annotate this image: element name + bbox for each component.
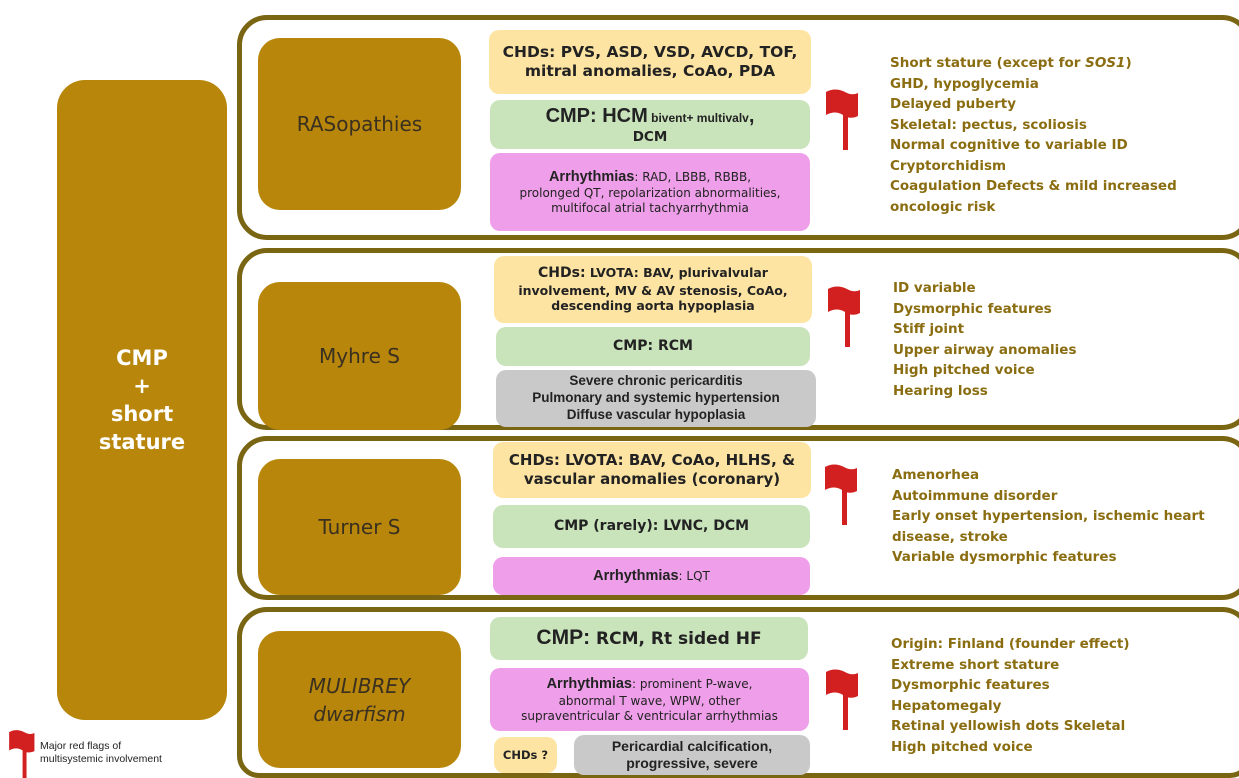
red-flag-icon: [826, 669, 858, 730]
chds-text: mitral anomalies, CoAo, PDA: [524, 62, 776, 80]
cmp-comma: ,: [748, 104, 755, 127]
red-flag-icon: [826, 89, 858, 150]
cmp-text: CMP: RCM: [613, 337, 693, 354]
arrhythmias-prefix: Arrhythmias: [548, 168, 635, 185]
other-findings-box: Pericardial calcification, progressive, …: [574, 735, 810, 775]
cmp-text: DCM: [632, 128, 668, 145]
chds-prefix: CHDs:: [502, 42, 556, 61]
syndrome-name-text: Myhre S: [319, 344, 400, 368]
red-flag-item: Skeletal: pectus, scoliosis: [890, 116, 1087, 133]
arrhythmias-prefix: Arrhythmias: [593, 567, 679, 584]
red-flag-item: Extreme short stature: [891, 656, 1060, 673]
red-flag-item: Normal cognitive to variable ID: [890, 137, 1128, 153]
chds-box: CHDs: LVOTA: BAV, CoAo, HLHS, & vascular…: [493, 442, 811, 498]
finding-text: Severe chronic pericarditis: [569, 373, 743, 389]
arrhythmias-box: Arrhythmias: LQT: [493, 557, 810, 595]
red-flag-item: Upper airway anomalies: [893, 341, 1077, 358]
finding-text: Pulmonary and systemic hypertension: [532, 390, 780, 406]
syndrome-name-myhre: Myhre S: [258, 282, 461, 430]
legend-text: Major red flags of multisystemic involve…: [40, 740, 162, 766]
cmp-prefix: CMP: HCM: [545, 104, 648, 127]
cmp-detail: bivent+ multivalv: [647, 110, 749, 125]
chds-box: CHDs ?: [494, 737, 557, 773]
arrhythmias-prefix: Arrhythmias: [546, 676, 632, 693]
syndrome-name-text: Turner S: [318, 515, 401, 539]
red-flag-item: Autoimmune disorder: [892, 487, 1058, 504]
chds-box: CHDs: LVOTA: BAV, plurivalvular involvem…: [494, 256, 812, 323]
arrhythmias-box: Arrhythmias: RAD, LBBB, RBBB, prolonged …: [490, 153, 810, 231]
cmp-box: CMP: HCM bivent+ multivalv, DCM: [490, 100, 810, 149]
red-flag-item: Retinal yellowish dots Skeletal: [891, 718, 1126, 734]
chds-text: LVOTA: BAV, CoAo, HLHS, &: [559, 451, 796, 470]
red-flag-item: Dysmorphic features: [893, 300, 1052, 317]
arrhythmias-text: abnormal T wave, WPW, other: [558, 693, 741, 708]
red-flags-list: Short stature (except for SOS1) GHD, hyp…: [890, 53, 1177, 217]
cmp-box: CMP: RCM: [496, 327, 810, 366]
chds-prefix: CHDs:: [538, 265, 586, 282]
chds-text: descending aorta hypoplasia: [551, 298, 755, 314]
legend-red-flag-icon: [9, 730, 35, 778]
main-label-line: stature: [98, 430, 186, 454]
chds-box: CHDs: PVS, ASD, VSD, AVCD, TOF, mitral a…: [489, 30, 811, 94]
other-findings-box: Severe chronic pericarditis Pulmonary an…: [496, 370, 816, 427]
finding-text: progressive, severe: [626, 755, 758, 771]
main-label-line: +: [133, 374, 151, 398]
red-flag-item: High pitched voice: [891, 738, 1033, 755]
cmp-box: CMP: RCM, Rt sided HF: [490, 617, 808, 660]
red-flag-item: oncologic risk: [890, 198, 996, 215]
syndrome-name-turner: Turner S: [258, 459, 461, 595]
syndrome-name-text: dwarfism: [313, 701, 406, 726]
main-category-box: CMP + short stature: [57, 80, 227, 720]
syndrome-name-text: RASopathies: [296, 112, 423, 136]
red-flag-item: Coagulation Defects & mild increased: [890, 178, 1177, 194]
cmp-prefix: CMP:: [536, 626, 591, 650]
red-flag-item: ID variable: [893, 280, 976, 296]
red-flag-item: GHD, hypoglycemia: [890, 75, 1039, 92]
chds-prefix: CHDs:: [508, 451, 560, 470]
arrhythmias-text: : prominent P-wave,: [632, 677, 753, 692]
red-flag-item: Dysmorphic features: [891, 677, 1050, 693]
arrhythmias-text: multifocal atrial tachyarrhythmia: [551, 201, 749, 216]
arrhythmias-box: Arrhythmias: prominent P-wave, abnormal …: [490, 668, 809, 731]
red-flag-icon: [828, 286, 860, 347]
red-flags-list: Origin: Finland (founder effect) Extreme…: [891, 634, 1130, 757]
red-flag-item: Variable dysmorphic features: [892, 549, 1117, 565]
arrhythmias-text: : RAD, LBBB, RBBB,: [634, 169, 752, 184]
red-flag-item: Cryptorchidism: [890, 157, 1007, 174]
finding-text: Diffuse vascular hypoplasia: [566, 406, 746, 422]
main-label-line: CMP: [116, 346, 168, 370]
red-flag-item: Early onset hypertension, ischemic heart: [892, 508, 1205, 524]
chds-text: PVS, ASD, VSD, AVCD, TOF,: [560, 42, 798, 61]
red-flag-item: Hepatomegaly: [891, 697, 1002, 714]
finding-text: Pericardial calcification,: [611, 737, 773, 754]
arrhythmias-text: prolonged QT, repolarization abnormaliti…: [519, 186, 781, 201]
legend-line: multisystemic involvement: [40, 753, 162, 765]
syndrome-name-mulibrey: MULIBREY dwarfism: [258, 631, 461, 768]
chds-text: involvement, MV & AV stenosis, CoAo,: [518, 282, 788, 298]
cmp-text: CMP (rarely): LVNC, DCM: [553, 517, 750, 534]
red-flag-item: Stiff joint: [893, 321, 965, 337]
syndrome-name-text: MULIBREY: [308, 673, 411, 698]
main-label-line: short: [110, 402, 174, 426]
chds-text: vascular anomalies (coronary): [523, 470, 781, 488]
chds-text: CHDs ?: [502, 747, 549, 762]
red-flag-icon: [825, 464, 857, 525]
red-flag-item: Origin: Finland (founder effect): [891, 636, 1130, 652]
red-flag-item: Amenorhea: [892, 467, 980, 483]
red-flag-item: Short stature (except for SOS1): [890, 55, 1132, 71]
red-flag-item: Hearing loss: [893, 382, 988, 399]
red-flag-item: Delayed puberty: [890, 96, 1017, 112]
chds-text: LVOTA: BAV, plurivalvular: [585, 265, 768, 281]
arrhythmias-text: supraventricular & ventricular arrhythmi…: [521, 708, 778, 723]
cmp-text: RCM, Rt sided HF: [590, 629, 762, 650]
red-flags-list: Amenorhea Autoimmune disorder Early onse…: [892, 465, 1205, 568]
legend-line: Major red flags of: [40, 740, 122, 752]
syndrome-name-rasopathies: RASopathies: [258, 38, 461, 210]
red-flag-item: High pitched voice: [893, 362, 1035, 378]
cmp-box: CMP (rarely): LVNC, DCM: [493, 505, 810, 548]
arrhythmias-text: : LQT: [678, 568, 710, 583]
red-flags-list: ID variable Dysmorphic features Stiff jo…: [893, 278, 1076, 401]
red-flag-item: disease, stroke: [892, 528, 1008, 545]
